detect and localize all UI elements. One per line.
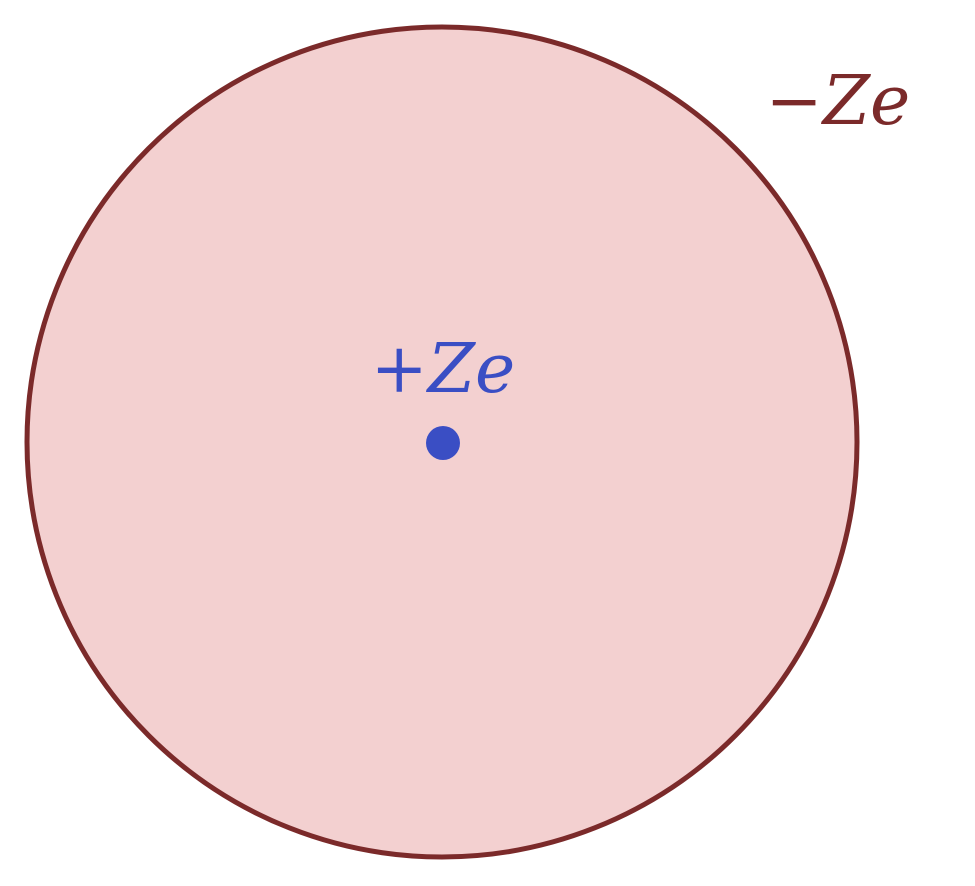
cloud-charge-symbol: Ze — [821, 62, 911, 141]
cloud-charge-label: −Ze — [766, 62, 910, 141]
cloud-charge-sign: − — [766, 62, 823, 141]
nucleus-charge-label: +Ze — [371, 330, 515, 409]
nucleus-dot — [426, 426, 460, 460]
nucleus-charge-sign: + — [371, 330, 428, 409]
nucleus-charge-symbol: Ze — [426, 330, 516, 409]
